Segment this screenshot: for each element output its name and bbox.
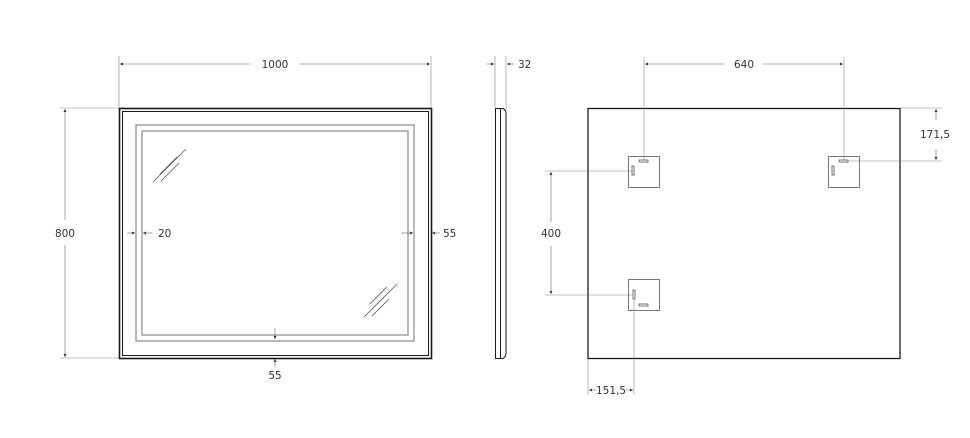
mounting-bracket-icon <box>628 279 660 311</box>
top-offset-label: 171,5 <box>920 129 950 141</box>
front-view: 1000 800 20 55 55 <box>55 56 456 382</box>
height-dimension-label: 800 <box>55 228 75 240</box>
vertical-spacing-label: 400 <box>541 228 561 240</box>
bracket-spacing-label: 640 <box>734 59 754 71</box>
side-margin-label: 55 <box>443 228 456 240</box>
width-dimension-label: 1000 <box>262 59 289 71</box>
left-offset-label: 151,5 <box>596 385 626 397</box>
depth-dimension-label: 32 <box>518 59 531 71</box>
inner-offset-label: 20 <box>158 228 171 240</box>
glass-reflection-icon <box>152 148 187 183</box>
back-view: 640 171,5 400 151,5 <box>541 57 950 397</box>
mounting-bracket-icon <box>628 156 660 188</box>
glass-reflection-icon <box>363 283 398 318</box>
side-view: 32 <box>487 56 531 359</box>
bottom-margin-label: 55 <box>268 370 281 382</box>
